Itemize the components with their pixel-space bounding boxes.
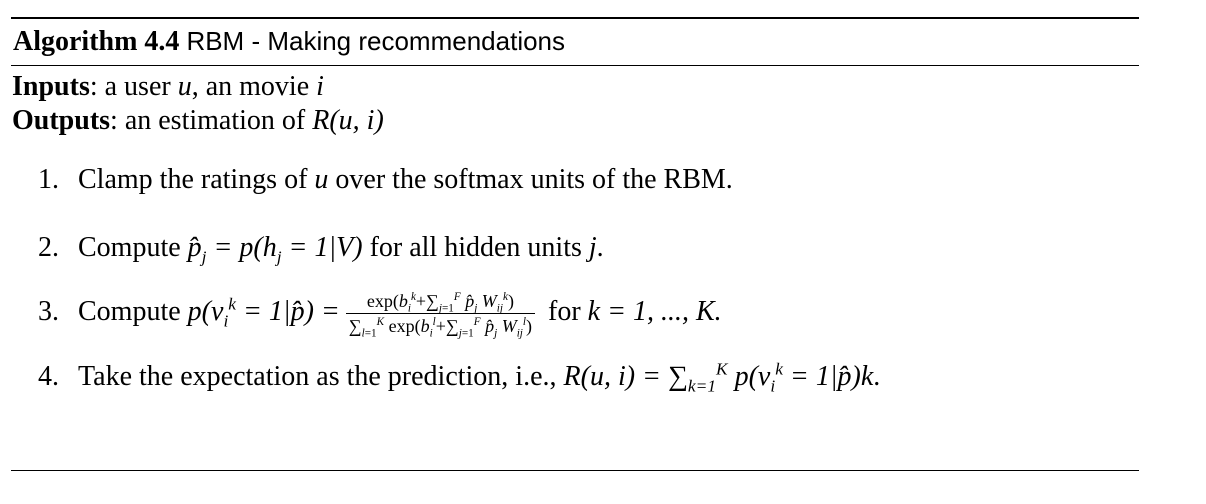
step-number: 3. — [38, 295, 59, 327]
algorithm-label: Algorithm 4.4 — [13, 26, 180, 57]
step-number: 4. — [38, 361, 59, 392]
inputs-var-i: i — [316, 71, 324, 102]
step-2: 2. Compute p̂j = p(hj = 1|V) for all hidd… — [38, 228, 880, 268]
step-3: 3. Compute p(vik = 1|p̂) =exp(bik+∑j=1F p… — [38, 290, 880, 340]
algorithm-steps: 1. Clamp the ratings of u over the softma… — [38, 160, 880, 397]
step-text: Take the expectation as the prediction, … — [78, 361, 564, 392]
inputs-text-mid: , an movie — [191, 71, 317, 102]
bottom-rule — [11, 470, 1139, 471]
step-var: u — [314, 164, 329, 195]
top-rule — [11, 17, 1139, 19]
inputs-head: Inputs — [12, 71, 90, 102]
algorithm-box: Algorithm 4.4 RBM - Making recommendatio… — [11, 17, 1139, 138]
step-formula: R(u, i) = ∑k=1K p(vik = 1|p̂)k — [563, 359, 874, 396]
outputs-text-pre: : an estimation of — [110, 105, 313, 136]
step-text: for all hidden units — [362, 232, 589, 263]
step-formula: p̂j = p(hj = 1|V) — [187, 232, 363, 267]
outputs-line: Outputs: an estimation of R(u, i) — [11, 104, 1139, 138]
inputs-line: Inputs: a user u, an movie i — [11, 70, 1139, 104]
fraction-denominator: ∑l=1K exp(bil+∑j=1F p̂j Wijl) — [348, 316, 532, 340]
step-text: Clamp the ratings of — [78, 164, 315, 195]
step-end: . — [596, 232, 604, 263]
algorithm-title: RBM - Making recommendations — [186, 26, 566, 56]
softmax-fraction: exp(bik+∑j=1F p̂j Wijk)∑l=1K exp(bil+∑j=… — [345, 290, 535, 340]
step-1: 1. Clamp the ratings of u over the softma… — [38, 160, 880, 200]
step-text: Compute — [78, 295, 188, 327]
outputs-head: Outputs — [12, 105, 111, 136]
step-text: Compute — [78, 232, 188, 263]
fraction-numerator: exp(bik+∑j=1F p̂j Wijk) — [345, 290, 535, 314]
inputs-var-u: u — [177, 71, 192, 102]
step-end: . — [873, 361, 881, 392]
step-text: for — [541, 295, 588, 327]
step-number: 2. — [38, 232, 59, 263]
outputs-expr: R(u, i) — [312, 105, 384, 136]
caption-rule — [11, 65, 1139, 66]
step-formula: p(vik = 1|p̂) = — [187, 294, 340, 331]
algorithm-caption: Algorithm 4.4 RBM - Making recommendatio… — [11, 19, 1139, 65]
step-number: 1. — [38, 164, 59, 195]
step-text: over the softmax units of the RBM. — [328, 164, 733, 195]
step-tail: k = 1, ..., K. — [587, 295, 722, 327]
inputs-text-pre: : a user — [89, 71, 178, 102]
step-var: j — [588, 232, 597, 263]
step-4: 4. Take the expectation as the prediction… — [38, 357, 880, 397]
